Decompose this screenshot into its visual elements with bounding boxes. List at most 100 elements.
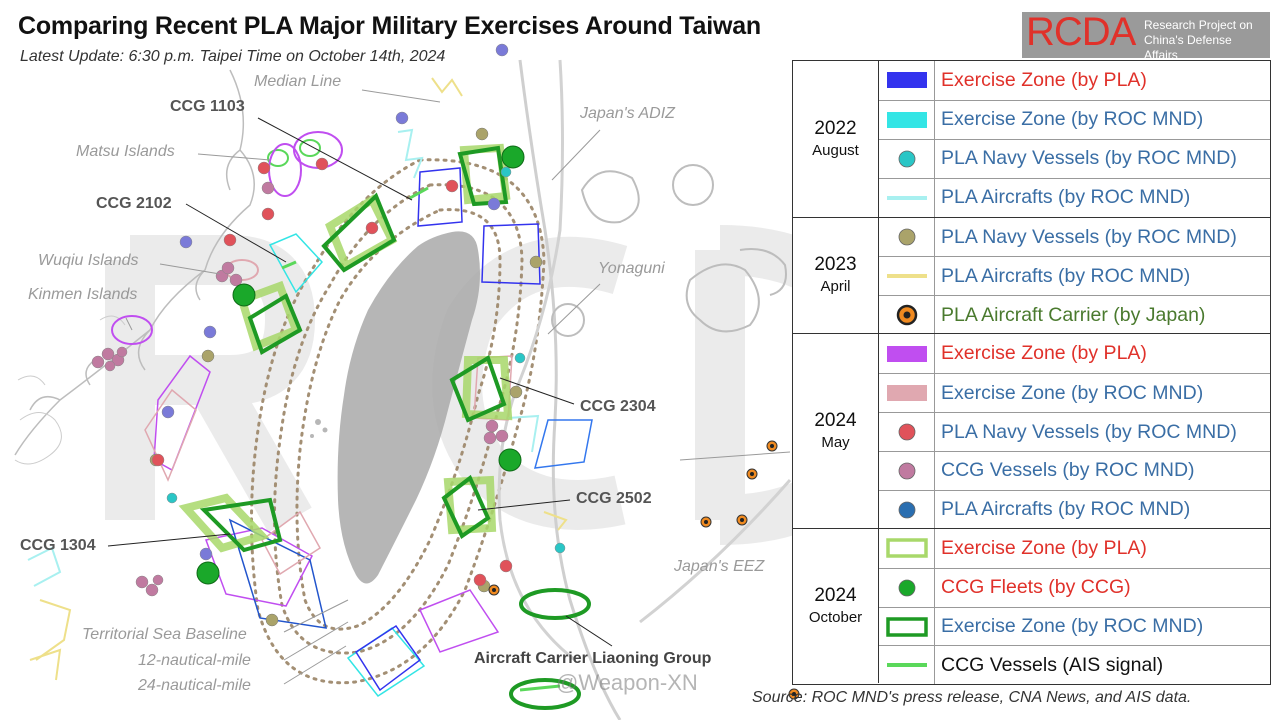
wuqiu-islands-label: Wuqiu Islands (38, 252, 139, 269)
legend-symbol-cell (879, 490, 935, 529)
dot-blue-icon (898, 501, 915, 519)
zone-fill-cyan-icon (886, 111, 927, 128)
japan-adiz-label: Japan's ADIZ (580, 105, 675, 122)
legend-symbol-cell (879, 178, 935, 217)
legend-symbol-cell (879, 257, 935, 296)
yonaguni-label: Yonaguni (598, 260, 665, 277)
legend-year: 2024 (814, 585, 857, 607)
ccg-2502-label: CCG 2502 (576, 490, 652, 507)
ccg-1304-label: CCG 1304 (20, 537, 96, 554)
ccg-vessels-2024-may (91, 181, 509, 597)
china-coastline-detail (14, 315, 126, 465)
legend-row: CCG Vessels (AIS signal) (879, 645, 1270, 685)
legend-label: CCG Vessels (AIS signal) (941, 653, 1164, 676)
navy-vessels-2024-may (151, 157, 513, 587)
legend-label: Exercise Zone (by ROC MND) (941, 108, 1204, 131)
zones-2022-august (268, 167, 593, 698)
legend-label: PLA Aircraft Carrier (by Japan) (941, 303, 1206, 326)
legend-label: PLA Navy Vessels (by ROC MND) (941, 420, 1237, 443)
legend-row: PLA Navy Vessels (by ROC MND) (879, 217, 1270, 257)
legend-label: PLA Aircrafts (by ROC MND) (941, 264, 1191, 287)
twelve-nautical-mile-label: 12-nautical-mile (138, 652, 251, 669)
penghu-islands (310, 419, 328, 438)
twentyfour-nautical-mile-label: 24-nautical-mile (138, 677, 251, 694)
legend-symbol-cell (879, 646, 935, 685)
aircraft-2024-may (161, 43, 509, 561)
legend-symbol-cell (879, 374, 935, 413)
legend-symbol-cell (879, 61, 935, 100)
legend-row: Exercise Zone (by ROC MND) (879, 373, 1270, 413)
label-leader-lines (107, 117, 613, 647)
legend-row: PLA Aircrafts (by ROC MND) (879, 256, 1270, 296)
matsu-islands-label: Matsu Islands (76, 143, 175, 160)
zone-fill-blue-icon (886, 72, 927, 89)
dot-teal-icon (898, 150, 915, 168)
legend-label: CCG Vessels (by ROC MND) (941, 459, 1195, 482)
legend-label: PLA Aircrafts (by ROC MND) (941, 186, 1191, 209)
japan-eez-line-2 (639, 479, 792, 624)
source-note: Source: ROC MND's press release, CNA New… (752, 689, 1192, 706)
legend-row: PLA Aircrafts (by ROC MND) (879, 489, 1270, 529)
legend-row: PLA Aircrafts (by ROC MND) (879, 177, 1270, 217)
legend-row: PLA Navy Vessels (by ROC MND) (879, 138, 1270, 178)
legend-symbol-cell (879, 139, 935, 178)
ryukyu-islets (551, 164, 787, 337)
legend-row: Exercise Zone (by PLA) (879, 61, 1270, 100)
ccg-ais-tracks (281, 186, 561, 692)
rcda-logo: RCDA (1026, 10, 1136, 54)
legend-symbol-cell (879, 334, 935, 374)
logo-subtitle-line1: Research Project on (1144, 18, 1253, 32)
aircraft-tracks-2023 (29, 77, 568, 681)
legend-symbol-cell (879, 528, 935, 568)
kinmen-islands-label: Kinmen Islands (28, 286, 138, 303)
legend-year: 2022 (814, 117, 857, 139)
legend-label: Exercise Zone (by PLA) (941, 342, 1147, 365)
aircraft-tracks-2022 (27, 128, 540, 587)
legend-label: Exercise Zone (by ROC MND) (941, 615, 1204, 638)
ccg-2304-label: CCG 2304 (580, 398, 656, 415)
legend-row: CCG Vessels (by ROC MND) (879, 450, 1270, 490)
legend-label: PLA Aircrafts (by ROC MND) (941, 498, 1191, 521)
china-coastline (14, 69, 255, 456)
ccg-2102-label: CCG 2102 (96, 195, 172, 212)
navy-vessels-2022 (166, 166, 566, 554)
legend-row: Exercise Zone (by ROC MND) (879, 606, 1270, 646)
legend-row: Exercise Zone (by PLA) (879, 528, 1270, 568)
legend-row: Exercise Zone (by ROC MND) (879, 99, 1270, 139)
legend-symbol-cell (879, 568, 935, 607)
median-line-label: Median Line (254, 73, 342, 90)
legend-symbol-cell (879, 100, 935, 139)
dot-green-icon (898, 579, 915, 597)
legend-symbol-cell (879, 607, 935, 646)
legend-month: May (821, 434, 850, 452)
legend-symbol-cell (879, 296, 935, 335)
page-title: Comparing Recent PLA Major Military Exer… (18, 12, 761, 40)
legend-symbol-cell (879, 413, 935, 451)
carrier-icons-2023 (488, 440, 800, 700)
legend-row: PLA Navy Vessels (by ROC MND) (879, 412, 1270, 451)
legend-row: PLA Aircraft Carrier (by Japan) (879, 295, 1270, 335)
zone-fill-purple-icon (886, 345, 927, 362)
ccg-1103-label: CCG 1103 (170, 98, 245, 115)
legend-label: PLA Navy Vessels (by ROC MND) (941, 225, 1237, 248)
logo-subtitle: Research Project on China's Defense Affa… (1144, 18, 1268, 63)
legend-month: April (820, 278, 851, 296)
logo-background (1022, 12, 1270, 58)
dot-olive-icon (898, 228, 915, 246)
legend-symbol-cell (879, 217, 935, 257)
legend-label: PLA Navy Vessels (by ROC MND) (941, 147, 1237, 170)
line-lightcyan-icon (886, 195, 927, 200)
line-yellow-icon (886, 274, 927, 279)
legend-row: Exercise Zone (by PLA) (879, 334, 1270, 374)
legend-row: CCG Fleets (by CCG) (879, 567, 1270, 607)
japan-eez-label: Japan's EEZ (674, 558, 765, 575)
taiwan-island (337, 231, 480, 584)
legend-symbol-cell (879, 451, 935, 490)
weibo-watermark: @Weapon-XN (556, 670, 698, 695)
